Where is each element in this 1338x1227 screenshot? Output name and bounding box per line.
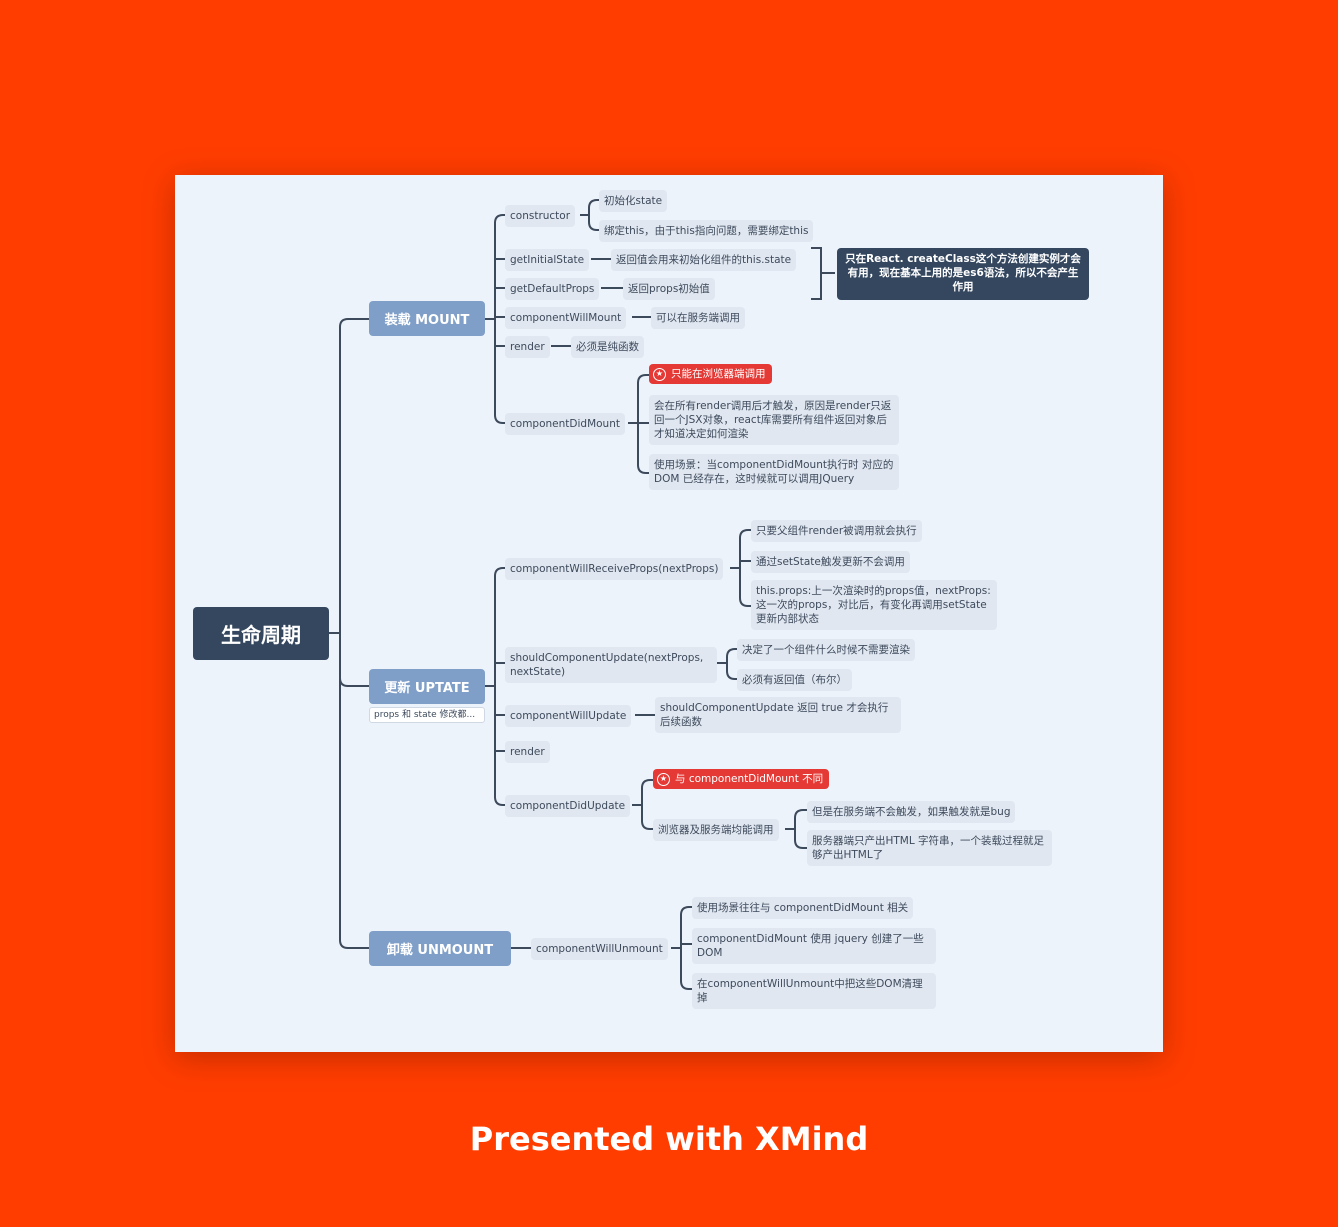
node-getdefaultprops[interactable]: getDefaultProps bbox=[505, 278, 600, 300]
node-mount-render-desc[interactable]: 必须是纯函数 bbox=[571, 336, 644, 358]
connector-lines bbox=[329, 199, 835, 990]
note-update[interactable]: props 和 state 修改都... bbox=[369, 707, 485, 723]
node-getinitialstate[interactable]: getInitialState bbox=[505, 249, 590, 271]
node-didupdate-sub-2[interactable]: 服务器端只产出HTML 字符串，一个装载过程就足够产出HTML了 bbox=[807, 830, 1052, 866]
node-componentwillmount-desc[interactable]: 可以在服务端调用 bbox=[651, 307, 745, 329]
node-init-state[interactable]: 初始化state bbox=[599, 190, 668, 212]
node-componentwillupdate[interactable]: componentWillUpdate bbox=[505, 705, 632, 727]
node-didmount-desc-1[interactable]: 会在所有render调用后才触发，原因是render只返回一个JSX对象，rea… bbox=[649, 395, 899, 445]
node-componentwillreceiveprops[interactable]: componentWillReceiveProps(nextProps) bbox=[505, 558, 724, 580]
node-componentdidmount[interactable]: componentDidMount bbox=[505, 413, 625, 435]
node-shouldcomponentupdate[interactable]: shouldComponentUpdate(nextProps, nextSta… bbox=[505, 647, 717, 683]
node-shouldupdate-desc-1[interactable]: 决定了一个组件什么时候不需要渲染 bbox=[737, 639, 915, 661]
tag-browser-only-label: 只能在浏览器端调用 bbox=[671, 368, 766, 380]
tag-didupdate-diff-label: 与 componentDidMount 不同 bbox=[675, 773, 824, 785]
node-willupdate-desc[interactable]: shouldComponentUpdate 返回 true 才会执行后续函数 bbox=[655, 697, 901, 733]
node-receiveprops-desc-2[interactable]: 通过setState触发更新不会调用 bbox=[751, 551, 910, 573]
node-receiveprops-desc-3[interactable]: this.props:上一次渲染时的props值，nextProps: 这一次的… bbox=[751, 580, 997, 630]
branch-update[interactable]: 更新 UPTATE bbox=[369, 669, 485, 704]
node-componentwillunmount[interactable]: componentWillUnmount bbox=[531, 938, 668, 960]
node-update-render[interactable]: render bbox=[505, 741, 550, 763]
node-didmount-desc-2[interactable]: 使用场景：当componentDidMount执行时 对应的 DOM 已经存在，… bbox=[649, 454, 899, 490]
node-shouldupdate-desc-2[interactable]: 必须有返回值（布尔） bbox=[737, 669, 852, 691]
star-icon: ★ bbox=[653, 367, 666, 381]
branch-mount[interactable]: 装载 MOUNT bbox=[369, 301, 485, 336]
tag-didupdate-diff[interactable]: ★ 与 componentDidMount 不同 bbox=[653, 769, 830, 789]
mindmap-canvas: 生命周期 装载 MOUNT constructor 初始化state 绑定thi… bbox=[175, 175, 1163, 1052]
node-didupdate-desc[interactable]: 浏览器及服务端均能调用 bbox=[653, 819, 779, 841]
node-mount-render[interactable]: render bbox=[505, 336, 550, 358]
node-willunmount-desc-2[interactable]: componentDidMount 使用 jquery 创建了一些DOM bbox=[692, 928, 936, 964]
star-icon: ★ bbox=[657, 772, 670, 786]
branch-unmount[interactable]: 卸载 UNMOUNT bbox=[369, 931, 511, 966]
node-componentwillmount[interactable]: componentWillMount bbox=[505, 307, 627, 329]
node-getdefaultprops-desc[interactable]: 返回props初始值 bbox=[623, 278, 715, 300]
node-receiveprops-desc-1[interactable]: 只要父组件render被调用就会执行 bbox=[751, 520, 922, 542]
node-componentdidupdate[interactable]: componentDidUpdate bbox=[505, 795, 631, 817]
node-didupdate-sub-1[interactable]: 但是在服务端不会触发，如果触发就是bug bbox=[807, 801, 1016, 823]
footer-credit: Presented with XMind bbox=[469, 1120, 869, 1158]
callout-createclass[interactable]: 只在React. createClass这个方法创建实例才会有用，现在基本上用的… bbox=[837, 248, 1089, 300]
node-bind-this[interactable]: 绑定this，由于this指向问题，需要绑定this bbox=[599, 220, 814, 242]
node-getinitialstate-desc[interactable]: 返回值会用来初始化组件的this.state bbox=[611, 249, 797, 271]
node-willunmount-desc-3[interactable]: 在componentWillUnmount中把这些DOM清理掉 bbox=[692, 973, 936, 1009]
root-node[interactable]: 生命周期 bbox=[193, 607, 329, 660]
node-constructor[interactable]: constructor bbox=[505, 205, 576, 227]
node-willunmount-desc-1[interactable]: 使用场景往往与 componentDidMount 相关 bbox=[692, 897, 914, 919]
tag-browser-only[interactable]: ★ 只能在浏览器端调用 bbox=[649, 364, 772, 384]
